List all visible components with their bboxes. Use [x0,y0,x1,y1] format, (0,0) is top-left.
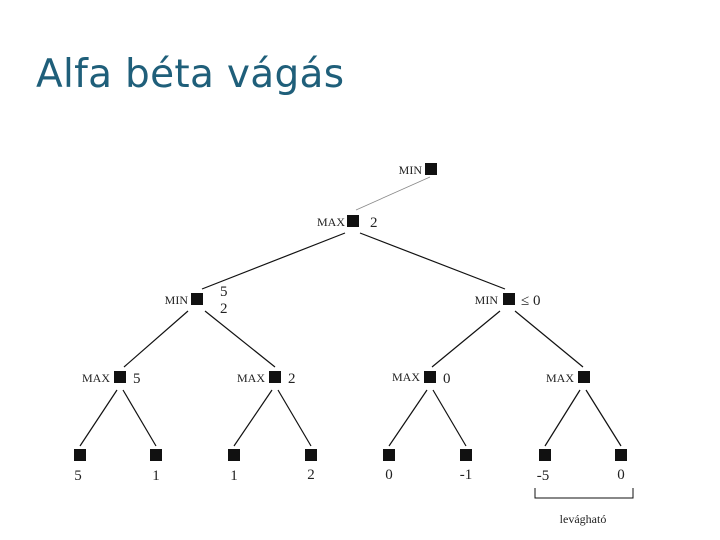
leaf-square [74,449,86,461]
leaf-nodes: 5 1 1 2 0 -1 -5 0 [74,449,627,484]
leaf-value: 2 [307,467,315,483]
edge-l3d-leaf8 [585,389,622,447]
leaf-value: -5 [537,468,550,484]
edge-l3d-leaf7 [544,389,581,447]
edge-l3c-leaf5 [388,389,428,447]
pruned-bracket: levágható [534,488,634,526]
edge-l1-l2a [201,232,346,290]
edge-l3a-leaf1 [79,389,118,447]
node-level3-b: MAX 2 [237,371,296,387]
edge-l2a-l3b [204,310,276,368]
node-level3-b-value: 2 [288,371,296,387]
node-level1-value: 2 [370,215,378,231]
node-root-label: MIN [399,163,423,177]
leaf-square [150,449,162,461]
node-level3-a-label: MAX [82,371,110,385]
leaf-square [228,449,240,461]
node-level2-b: MIN ≤ 0 [475,293,540,309]
node-level1-label: MAX [317,215,345,229]
edge-root-level1 [355,176,431,211]
node-root-square [425,163,437,175]
node-level3-a-value: 5 [133,371,141,387]
leaf-value: 5 [74,468,82,484]
node-level2-a-value-bottom: 2 [220,301,228,317]
leaf-square [539,449,551,461]
node-level3-d-label: MAX [546,371,574,385]
node-level2-a-value-top: 5 [220,284,228,300]
edge-l2b-l3d [514,310,584,368]
leaf-value: 0 [617,467,625,483]
node-level3-c-square [424,371,436,383]
edge-l3c-leaf6 [432,389,467,447]
node-level1-square [347,215,359,227]
node-level3-c-label: MAX [392,370,420,384]
edge-l3b-leaf4 [277,389,312,447]
leaf-square [460,449,472,461]
node-level2-b-label: MIN [475,293,499,307]
node-level3-d-square [578,371,590,383]
node-level2-a-square [191,293,203,305]
leaf-square [615,449,627,461]
node-level3-c-value: 0 [443,371,451,387]
node-level2-b-square [503,293,515,305]
node-level3-a-square [114,371,126,383]
node-level2-a: MIN 5 2 [165,284,228,317]
leaf-square [383,449,395,461]
node-level2-b-value: ≤ 0 [521,293,540,309]
tree-edges [79,176,622,447]
node-level3-c: MAX 0 [392,370,451,387]
node-level1: MAX 2 [317,215,378,231]
leaf-value: 1 [230,468,238,484]
edge-l2b-l3c [431,310,501,368]
edge-l3a-leaf2 [122,389,157,447]
leaf-value: -1 [460,467,473,483]
pruned-bracket-line [534,488,634,499]
edge-l2a-l3a [123,310,189,368]
leaf-square [305,449,317,461]
node-level2-a-label: MIN [165,293,189,307]
leaf-value: 0 [385,467,393,483]
node-root: MIN [399,163,437,177]
slide-title: Alfa béta vágás [36,52,345,97]
node-level3-b-label: MAX [237,371,265,385]
edge-l1-l2b [359,232,506,290]
edge-l3b-leaf3 [233,389,273,447]
leaf-value: 1 [152,468,160,484]
node-level3-d: MAX [546,371,590,385]
node-level3-a: MAX 5 [82,371,141,387]
node-level3-b-square [269,371,281,383]
pruned-note: levágható [560,512,607,526]
